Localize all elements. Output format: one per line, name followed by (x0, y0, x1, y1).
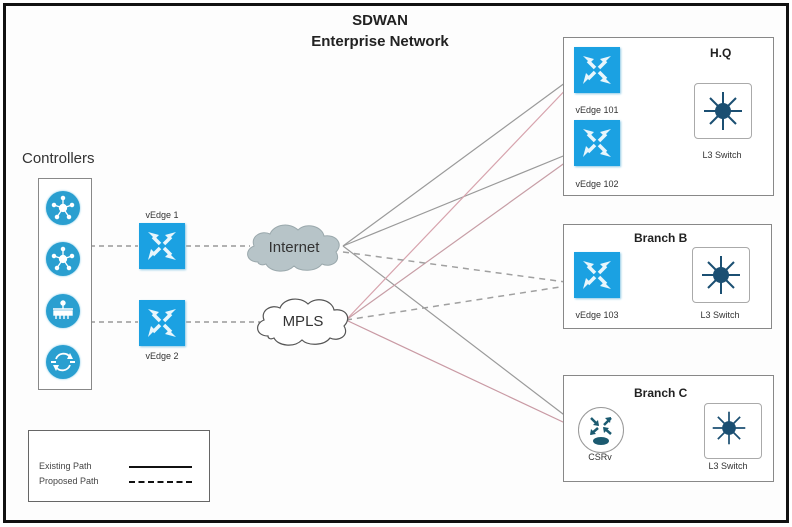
site-branch-c-title: Branch C (634, 386, 688, 400)
legend-existing-label: Existing Path (39, 461, 92, 471)
vedge103-router-icon[interactable] (574, 252, 620, 298)
legend-proposed-label: Proposed Path (39, 476, 99, 486)
link-internet-vedge101 (342, 76, 574, 247)
vsmart-controller-icon[interactable] (46, 242, 80, 276)
vedge101-router-icon[interactable] (574, 47, 620, 93)
vsmart-controller-icon[interactable] (46, 191, 80, 225)
internet-label: Internet (268, 239, 320, 256)
vedge101-label: vEdge 101 (575, 105, 619, 115)
branch-b-l3-switch-icon[interactable] (692, 247, 750, 303)
vedge103-label: vEdge 103 (575, 310, 619, 320)
vedge1-router-icon[interactable] (139, 223, 185, 269)
link-internet-csrv (342, 245, 581, 428)
vedge2-label: vEdge 2 (145, 351, 179, 361)
branch-c-l3-switch-icon[interactable] (704, 403, 762, 459)
mpls-cloud (257, 298, 349, 346)
mpls-label: MPLS (282, 313, 324, 330)
hq-switch-label: L3 Switch (702, 150, 742, 160)
branch-c-switch-label: L3 Switch (708, 461, 748, 471)
vbond-orchestrator-icon[interactable] (46, 345, 80, 379)
link-internet-vedge102 (342, 151, 574, 247)
diagram-title: SDWAN (352, 12, 408, 29)
link-mpls-csrv (345, 319, 581, 431)
vedge102-router-icon[interactable] (574, 120, 620, 166)
link-mpls-vedge102 (345, 156, 574, 321)
csrv-label: CSRv (588, 452, 612, 462)
vedge102-label: vEdge 102 (575, 179, 619, 189)
diagram-subtitle: Enterprise Network (311, 33, 449, 50)
csrv-router-icon[interactable] (578, 407, 624, 453)
branch-b-switch-label: L3 Switch (700, 310, 740, 320)
legend-proposed-line (129, 481, 192, 483)
vedge1-label: vEdge 1 (145, 210, 179, 220)
link-internet-vedge103 (342, 251, 574, 284)
vmanage-icon[interactable] (46, 294, 80, 328)
hq-l3-switch-icon[interactable] (694, 83, 752, 139)
vedge2-router-icon[interactable] (139, 300, 185, 346)
site-branch-b-title: Branch B (634, 231, 688, 245)
site-hq-title: H.Q (710, 46, 732, 60)
controllers-label: Controllers (22, 150, 95, 167)
legend: Existing Path Proposed Path (28, 430, 210, 502)
link-mpls-vedge103 (345, 284, 574, 321)
legend-existing-line (129, 466, 192, 468)
controllers-group (38, 178, 92, 390)
link-mpls-vedge101 (345, 81, 574, 321)
internet-cloud (247, 224, 340, 272)
